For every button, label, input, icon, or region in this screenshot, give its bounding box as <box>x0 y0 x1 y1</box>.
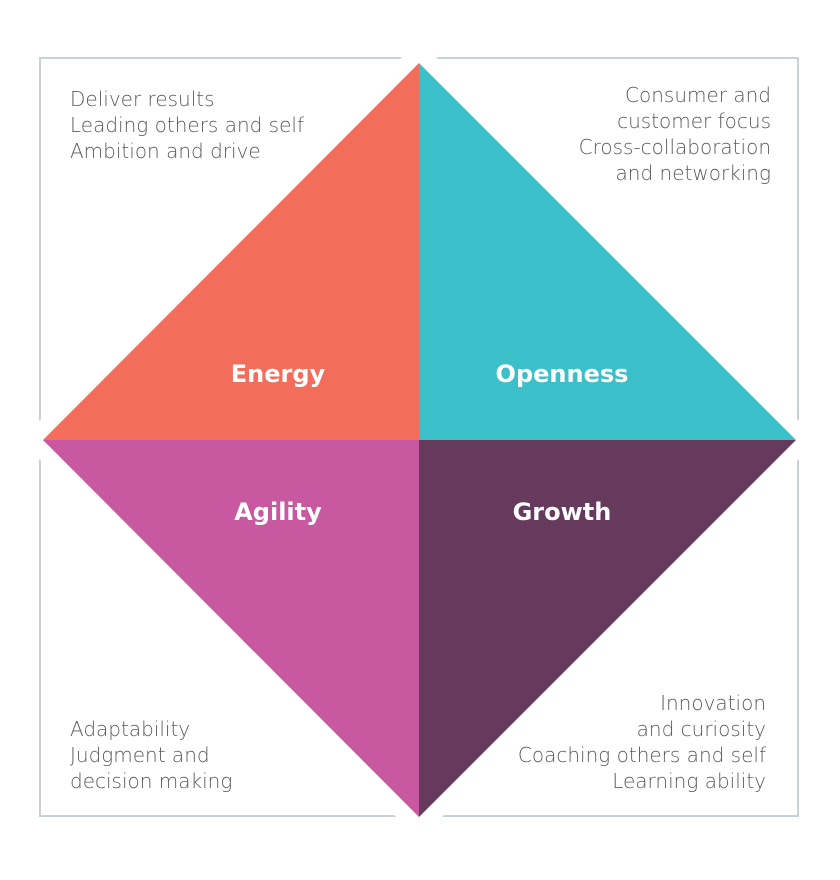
growth-item: Coaching others and self <box>517 743 766 767</box>
energy-item: Deliver results <box>70 87 215 111</box>
label-growth: Growth <box>513 498 612 526</box>
quadrant-growth <box>419 440 796 817</box>
openness-item: Consumer and <box>625 83 771 107</box>
agility-item: Judgment and <box>70 743 210 767</box>
growth-item: and curiosity <box>636 717 766 741</box>
energy-item: Leading others and self <box>70 113 305 137</box>
openness-item: customer focus <box>617 109 771 133</box>
label-energy: Energy <box>231 360 326 388</box>
openness-description: Consumer and customer focus Cross-collab… <box>579 82 771 186</box>
openness-item: Cross-collaboration <box>578 135 771 159</box>
energy-item: Ambition and drive <box>70 139 261 163</box>
quadrant-openness <box>419 63 796 440</box>
label-agility: Agility <box>234 498 322 526</box>
energy-description: Deliver results Leading others and self … <box>70 86 304 164</box>
agility-item: Adaptability <box>70 717 191 741</box>
growth-item: Innovation <box>660 691 766 715</box>
openness-item: and networking <box>615 161 771 185</box>
growth-item: Learning ability <box>612 769 766 793</box>
growth-description: Innovation and curiosity Coaching others… <box>518 690 766 794</box>
quadrant-agility <box>43 440 419 817</box>
label-openness: Openness <box>496 360 629 388</box>
agility-item: decision making <box>70 769 233 793</box>
quadrant-energy <box>43 63 419 440</box>
agility-description: Adaptability Judgment and decision makin… <box>70 716 232 794</box>
